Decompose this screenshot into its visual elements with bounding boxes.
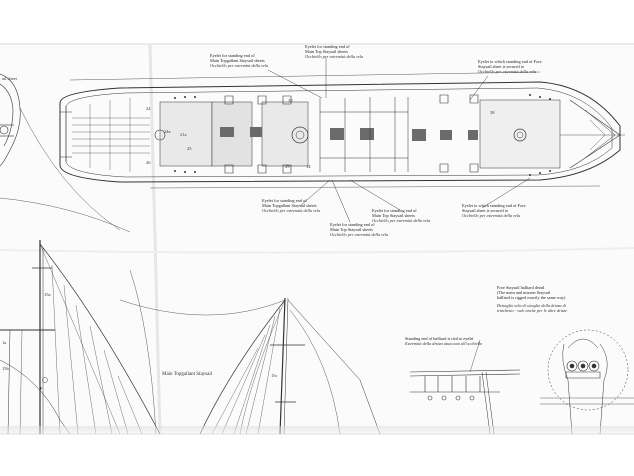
tag-29: 29 xyxy=(285,164,290,169)
callout-main-top-bottom: Eyelet for standing end of Main Top Stay… xyxy=(330,222,389,237)
tag-24a: 24a xyxy=(164,129,171,134)
deck-plan xyxy=(59,71,625,189)
tag-21a: 21a xyxy=(180,132,187,137)
callout-fore-bottom: Eyelet to which standing end of Fore Sta… xyxy=(462,203,526,218)
callout-fore-top: Eyelet to which standing end of Fore Sta… xyxy=(478,59,542,74)
callout-main-topgallant-bottom: Eyelet for standing end of Main Topgalla… xyxy=(262,198,321,213)
paper-fold xyxy=(0,247,634,254)
bottom-margin xyxy=(0,434,634,476)
tag-14: 14 xyxy=(306,164,311,169)
tag-15a: 15a xyxy=(44,292,51,297)
tag-25: 25 xyxy=(187,146,192,151)
tag-15c: 15c xyxy=(271,373,278,378)
top-margin xyxy=(0,0,634,44)
tag-f: F xyxy=(40,386,43,391)
tag-38: 38 xyxy=(490,110,495,115)
paper-fold xyxy=(148,43,162,435)
profile-fragment xyxy=(0,73,131,233)
standing-end-text: Standing end of halliard is tied to eyel… xyxy=(405,336,483,346)
tag-20: 20 xyxy=(288,98,293,103)
callout-main-top-top: Eyelet for standing end of Main Top Stay… xyxy=(305,44,364,59)
rigging-drawing xyxy=(0,240,381,435)
halliard-detail xyxy=(409,329,634,435)
tag-15b: 15b xyxy=(2,366,9,371)
tag-24: 24 xyxy=(146,106,151,111)
leader-lines xyxy=(267,58,531,223)
callout-main-top-mid: Eyelet for standing end of Main Top Stay… xyxy=(372,208,431,223)
tag-26: 26 xyxy=(146,160,151,165)
corner-label: ail sheet xyxy=(2,76,17,81)
fore-staysail-detail-text: Fore Staysail halliard detail (The main … xyxy=(497,285,568,313)
tag-1a: 1a xyxy=(2,340,7,345)
sail-label: Main Topgallant Staysail xyxy=(162,372,213,377)
callout-main-topgallant-top: Eyelet for standing end of Main Topgalla… xyxy=(210,53,269,68)
